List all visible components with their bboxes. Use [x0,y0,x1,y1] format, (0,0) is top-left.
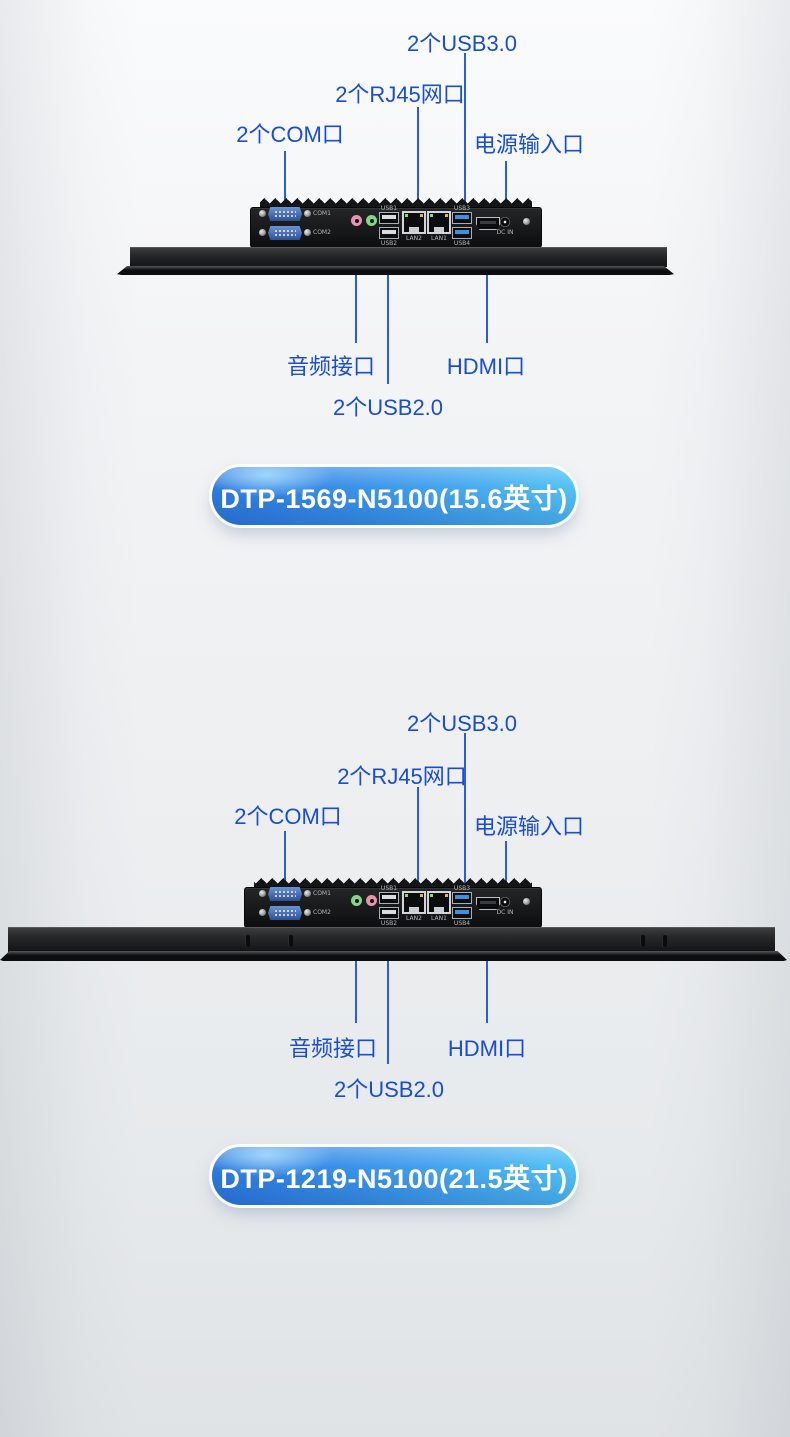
com2-port [268,226,302,240]
lan2-port [402,891,426,914]
model-name: DTP-1569-N5100(15.6英寸) [220,483,568,514]
dcin-label: DC IN [496,909,514,916]
annotation-usb3: 2个USB3.0 [406,31,518,56]
com1-port [268,207,302,221]
heatsink-fins [254,878,532,888]
annotation-com: 2个COM口 [236,122,344,147]
usb3-label: USB3 [453,205,471,212]
leader-line-usb3 [460,53,470,217]
com1-port [268,887,302,901]
annotation-rj45: 2个RJ45网口 [337,764,467,789]
heatsink-fins [260,198,532,208]
screw-icon [304,229,311,236]
device-1-section: 2个USB3.0 2个RJ45网口 2个COM口 电源输入口 音频接口 2个US… [0,0,790,680]
lineout-jack [366,215,377,226]
com1-label: COM1 [313,210,331,217]
display-panel-bezel [117,266,674,275]
usb4-port [452,907,472,919]
vent-slot [288,935,293,947]
com1-label: COM1 [313,890,331,897]
screw-icon [304,890,311,897]
hdmi-port [476,217,500,230]
screw-icon [259,210,266,217]
vent-slot [245,935,250,947]
model-badge: DTP-1219-N5100(21.5英寸) [212,1147,576,1205]
vent-slot [640,935,645,947]
screw-icon [259,909,266,916]
com2-port [268,906,302,920]
model-badge: DTP-1569-N5100(15.6英寸) [212,467,576,525]
lineout-jack [351,895,362,906]
annotation-usb3: 2个USB3.0 [406,711,518,736]
usb1-label: USB1 [380,205,398,212]
mic-jack [366,895,377,906]
usb2-port-bottom [379,907,399,919]
usb4-label: USB4 [453,240,471,247]
com2-label: COM2 [313,229,331,236]
leader-line-usb3 [460,733,470,897]
annotation-usb2: 2个USB2.0 [332,395,444,420]
usb4-port [452,227,472,239]
mic-jack [351,215,362,226]
lan1-label: LAN1 [431,915,447,922]
display-panel-bezel [0,951,787,961]
display-panel-edge [130,247,667,267]
dcin-label: DC IN [496,229,514,236]
annotation-audio: 音频接口 [288,1036,378,1061]
usb3-port [452,892,472,904]
dc-in-jack [500,897,510,907]
usb2-label: USB2 [380,920,398,927]
usb3-port [452,212,472,224]
annotation-usb2: 2个USB2.0 [333,1077,445,1102]
annotation-audio: 音频接口 [286,354,376,379]
usb2-port-top [379,892,399,904]
annotation-hdmi: HDMI口 [447,1036,527,1061]
screw-icon [523,218,530,225]
model-name: DTP-1219-N5100(21.5英寸) [220,1163,568,1194]
annotation-rj45: 2个RJ45网口 [335,82,465,107]
usb3-label: USB3 [453,885,471,892]
screw-icon [259,890,266,897]
lan2-label: LAN2 [406,235,422,242]
usb4-label: USB4 [453,920,471,927]
vent-slot [662,935,667,947]
lan2-label: LAN2 [406,915,422,922]
device-2-section: 2个USB3.0 2个RJ45网口 2个COM口 电源输入口 音频接口 2个US… [0,680,790,1437]
lan1-label: LAN1 [431,235,447,242]
lan2-port [402,211,426,234]
hdmi-port [476,897,500,910]
lan1-port [427,211,451,234]
screw-icon [304,909,311,916]
display-panel-edge [8,927,775,952]
screw-icon [523,898,530,905]
annotation-power: 电源输入口 [473,132,585,157]
annotation-com: 2个COM口 [234,804,342,829]
annotation-power: 电源输入口 [473,814,585,839]
usb2-port-top [379,212,399,224]
usb2-port-bottom [379,227,399,239]
annotation-hdmi: HDMI口 [446,354,526,379]
screw-icon [304,210,311,217]
com2-label: COM2 [313,909,331,916]
usb2-label: USB2 [380,240,398,247]
dc-in-jack [500,217,510,227]
screw-icon [259,229,266,236]
usb1-label: USB1 [380,885,398,892]
lan1-port [427,891,451,914]
